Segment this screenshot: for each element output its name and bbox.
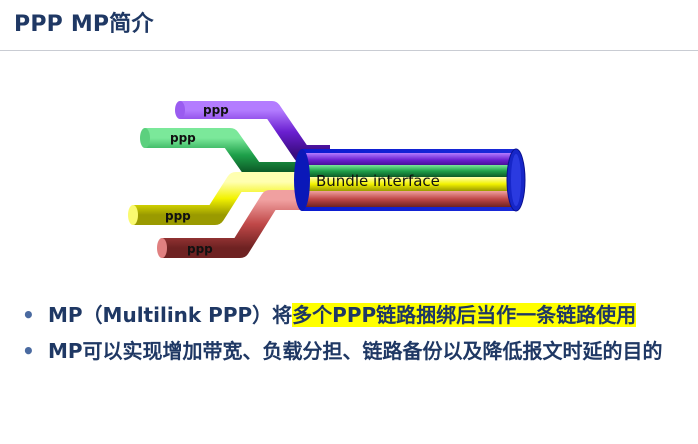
bullet-list: • MP（Multilink PPP）将多个PPP链路捆绑后当作一条链路使用 •… <box>18 300 688 372</box>
title-divider <box>0 50 698 51</box>
ppp-link-yellow: ppp <box>128 172 330 225</box>
bullet-2-text: MP可以实现增加带宽、负载分担、链路备份以及降低报文时延的目的 <box>48 339 663 363</box>
bullet-item-2: • MP可以实现增加带宽、负载分担、链路备份以及降低报文时延的目的 <box>18 336 688 366</box>
ppp-label-3: ppp <box>165 209 191 223</box>
ppp-label-4: ppp <box>187 242 213 256</box>
ppp-label-2: ppp <box>170 131 196 145</box>
ppp-label-1: ppp <box>203 103 229 117</box>
bullet-dot: • <box>22 303 35 327</box>
bundle-interface-label: Bundle interface <box>316 172 440 190</box>
bullet-1-text: MP（Multilink PPP）将 <box>48 303 293 327</box>
mp-bundle-diagram: ppp ppp ppp ppp Bundle interface <box>128 101 526 258</box>
bullet-1-highlight: 多个PPP链路捆绑后当作一条链路使用 <box>292 303 637 327</box>
bundle-interface-tube: Bundle interface <box>294 148 526 212</box>
bullet-dot: • <box>22 339 35 363</box>
page-title: PPP MP简介 <box>14 12 154 37</box>
bullet-item-1: • MP（Multilink PPP）将多个PPP链路捆绑后当作一条链路使用 <box>18 300 688 330</box>
